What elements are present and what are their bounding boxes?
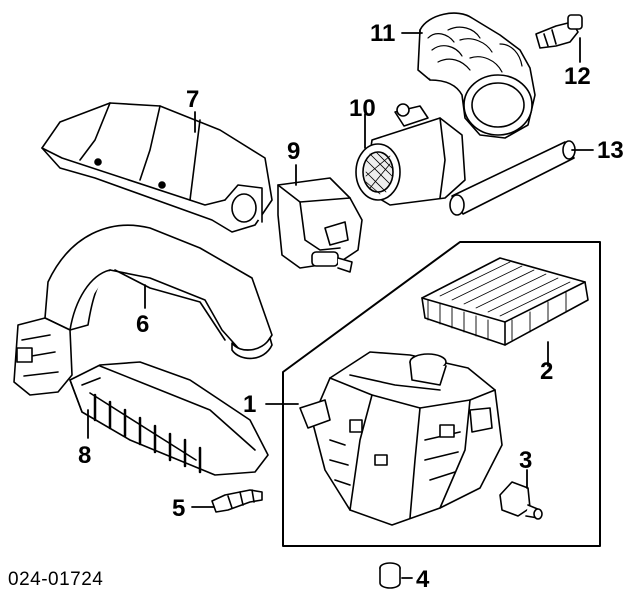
callout-5: 5	[172, 495, 186, 522]
assembly-group-frame	[282, 241, 601, 547]
intake-duct-part	[13, 224, 273, 396]
air-filter-part	[421, 257, 589, 346]
callout-2: 2	[540, 358, 554, 385]
callout-7: 7	[186, 86, 200, 113]
callout-12: 12	[564, 63, 591, 90]
upper-cover-part	[41, 102, 273, 233]
grommet-part	[499, 481, 543, 520]
callout-9: 9	[287, 138, 301, 165]
callout-10: 10	[349, 95, 376, 122]
breather-tube-part	[449, 140, 576, 216]
bushing-part	[379, 562, 401, 589]
resonator-bracket-part	[277, 177, 363, 273]
callout-4: 4	[416, 566, 430, 593]
callout-13: 13	[597, 137, 624, 164]
vacuum-fitting-part	[535, 14, 583, 49]
air-cleaner-housing-part	[299, 351, 503, 526]
callout-3: 3	[519, 447, 533, 474]
reference-code: 024-01724	[8, 569, 104, 590]
maf-sensor-part	[355, 103, 466, 206]
callout-6: 6	[136, 311, 150, 338]
callout-11: 11	[370, 20, 396, 47]
leader-lines	[87, 32, 594, 579]
clip-part	[211, 489, 263, 513]
lower-shroud-part	[69, 361, 269, 476]
callout-1: 1	[243, 391, 257, 418]
intake-hose-part	[417, 12, 536, 139]
callout-8: 8	[78, 442, 92, 469]
